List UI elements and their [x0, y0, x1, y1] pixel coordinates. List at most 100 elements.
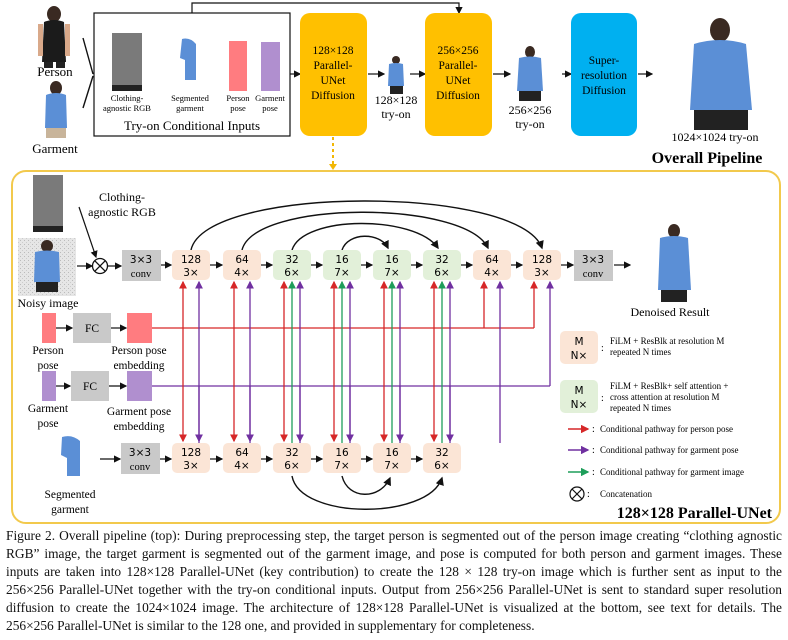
garment-image: [45, 81, 67, 138]
tryon128-thumb: [388, 56, 404, 94]
block-repeat: 7×: [384, 267, 399, 279]
denoised-result-image: [658, 224, 691, 302]
cond-item-label-line1: Segmented: [171, 93, 210, 103]
noisy-image-label: Noisy image: [18, 296, 79, 310]
concatenation-icon: [91, 257, 109, 275]
legend-colon: :: [592, 445, 595, 456]
cond-item-label-line1: Person: [226, 93, 250, 103]
legend-film-desc: FiLM + ResBlk at resolution M: [610, 336, 724, 346]
legend-film-swatch: [560, 331, 598, 364]
garment-pose-label: pose: [37, 418, 58, 430]
tryon128-label: 128×128: [375, 93, 418, 107]
block-resolution: 128: [532, 254, 552, 266]
legend-colon: :: [592, 424, 595, 435]
superres-line: Diffusion: [582, 85, 626, 97]
legend-garment-pose-path: Conditional pathway for garment pose: [600, 445, 738, 455]
legend-attn-n: N×: [571, 399, 588, 411]
person-pose-thumb: [229, 41, 247, 91]
block-repeat: 6×: [284, 267, 299, 279]
person-pose-embedding: [127, 313, 152, 343]
skip-32: [291, 222, 439, 251]
tryon128-label: try-on: [381, 107, 410, 121]
garment-pose-embedding-label: Garment pose: [107, 406, 171, 418]
block-resolution: 16: [335, 447, 349, 459]
main-unet-block: 326×: [423, 250, 461, 280]
main-unet-block: 326×: [273, 250, 311, 280]
unet128-block: [300, 13, 367, 136]
block-repeat: 3×: [534, 267, 549, 279]
block-resolution: 16: [335, 254, 349, 266]
segmented-garment-label: garment: [51, 504, 89, 516]
block-repeat: 6×: [284, 460, 299, 472]
garment-fc-label: FC: [83, 381, 97, 393]
block-resolution: 16: [385, 447, 399, 459]
main-unet-block: 167×: [373, 250, 411, 280]
garment-conv-label: conv: [130, 462, 151, 473]
garment-pose-input: [42, 371, 56, 401]
block-repeat: 3×: [183, 460, 198, 472]
output-conv-label: 3×3: [582, 254, 604, 266]
tryon1024-image: [690, 18, 752, 130]
legend-attn-m: M: [574, 385, 583, 397]
legend-film-n: N×: [571, 350, 588, 362]
cond-item-label-line2: pose: [262, 103, 278, 113]
garment-conv-block: [121, 443, 160, 474]
tryon256-label: 256×256: [509, 103, 552, 117]
block-resolution: 32: [435, 254, 448, 266]
segmented-garment-image: [61, 436, 80, 476]
unet128-line: UNet: [321, 75, 347, 87]
garment-unet-block: 167×: [373, 443, 411, 473]
person-pose-label: Person: [32, 345, 64, 357]
block-resolution: 32: [285, 447, 298, 459]
superres-block: [571, 13, 637, 136]
garment-unet-block: 326×: [273, 443, 311, 473]
unet256-line: 256×256: [438, 45, 479, 57]
garment-skip-32: [291, 475, 444, 510]
segmented-garment-thumb: [180, 38, 196, 80]
unet128-line: Diffusion: [311, 90, 355, 102]
tryon256-thumb: [517, 46, 543, 101]
legend-attn-swatch: [560, 380, 598, 413]
garment-unet-block: 326×: [423, 443, 461, 473]
skip-64: [241, 211, 489, 251]
block-resolution: 32: [435, 447, 448, 459]
block-repeat: 4×: [234, 267, 249, 279]
block-repeat: 6×: [434, 267, 449, 279]
block-repeat: 3×: [183, 267, 198, 279]
input-conv-label: 3×3: [130, 254, 152, 266]
person-fc-block: [73, 313, 111, 343]
unet128-line: 128×128: [313, 45, 354, 57]
legend-concat-label: Concatenation: [600, 489, 652, 499]
unet256-line: Parallel-: [439, 60, 478, 72]
legend-colon: :: [601, 393, 604, 404]
input-conv-label: conv: [131, 269, 152, 280]
legend-colon: :: [587, 489, 590, 500]
tryon256-label: try-on: [515, 117, 544, 131]
legend-person-path: Conditional pathway for person pose: [600, 424, 733, 434]
person-to-inputs-arrow: [82, 37, 94, 75]
block-resolution: 128: [181, 447, 201, 459]
output-conv-label: conv: [583, 269, 604, 280]
segmented-garment-label: Segmented: [44, 489, 95, 501]
clothing-agnostic-label: Clothing-: [99, 190, 145, 204]
conditional-to-unet256-arrow: [191, 2, 463, 15]
person-label: Person: [37, 64, 73, 79]
skip-128: [190, 200, 544, 251]
unet128-line: Parallel-: [314, 60, 353, 72]
block-resolution: 128: [181, 254, 201, 266]
legend-colon: :: [592, 467, 595, 478]
person-pose-embedding-label: embedding: [113, 360, 164, 372]
superres-line: resolution: [581, 70, 627, 82]
garment-skip-16: [341, 475, 391, 495]
legend-film-desc: repeated N times: [610, 347, 671, 357]
cond-item-label-line2: agnostic RGB: [103, 103, 151, 113]
block-repeat: 4×: [234, 460, 249, 472]
person-pose-label: pose: [37, 360, 58, 372]
unet256-line: UNet: [446, 75, 472, 87]
conditional-inputs-title: Try-on Conditional Inputs: [124, 118, 260, 133]
